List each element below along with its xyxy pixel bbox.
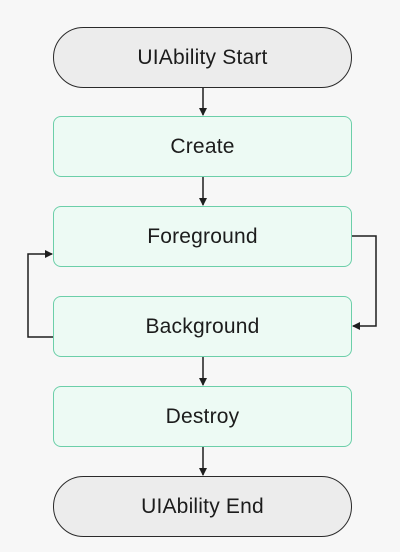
uiability-start-node: UIAbility Start bbox=[53, 27, 352, 88]
arrow-background-to-foreground bbox=[27, 250, 53, 338]
uiability-end-node: UIAbility End bbox=[53, 476, 352, 537]
background-node: Background bbox=[53, 296, 352, 357]
destroy-node: Destroy bbox=[53, 386, 352, 447]
uiability-start-label: UIAbility Start bbox=[137, 45, 268, 69]
create-node: Create bbox=[53, 116, 352, 177]
create-label: Create bbox=[170, 134, 235, 158]
arrow-foreground-to-background bbox=[352, 235, 377, 330]
uiability-end-label: UIAbility End bbox=[141, 494, 264, 518]
foreground-label: Foreground bbox=[147, 224, 258, 248]
foreground-node: Foreground bbox=[53, 206, 352, 267]
destroy-label: Destroy bbox=[165, 404, 240, 428]
background-label: Background bbox=[145, 314, 260, 338]
